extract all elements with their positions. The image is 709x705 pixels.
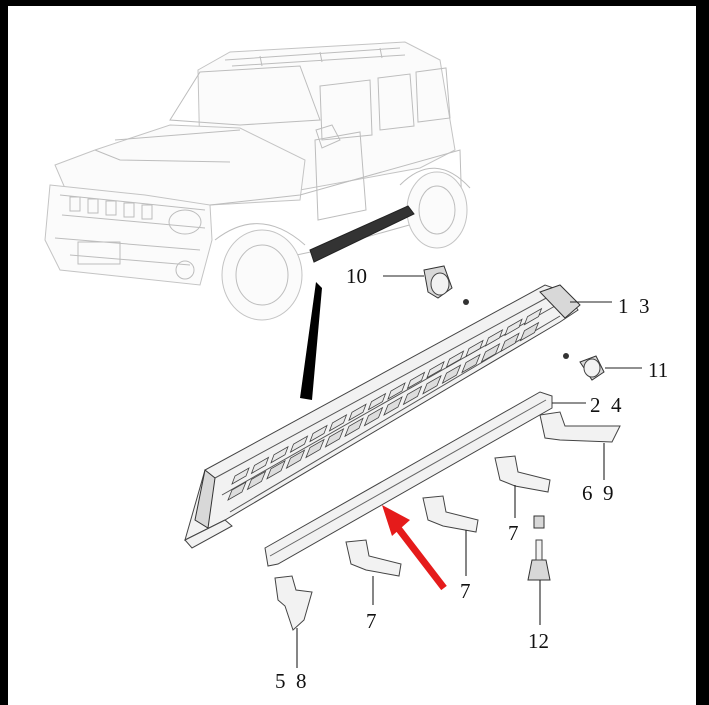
clip-10 — [423, 265, 469, 305]
tread-cell — [480, 342, 501, 363]
tread-cell — [363, 406, 384, 427]
tread-cell — [504, 318, 523, 337]
callout-10: 10 — [346, 264, 367, 288]
tread-cell — [328, 413, 348, 432]
callout-12: 12 — [528, 629, 549, 653]
tread-cell — [285, 449, 306, 470]
tread-cell — [422, 374, 442, 395]
tread-cell — [445, 350, 465, 369]
tread-cell — [441, 364, 462, 385]
clip-11 — [563, 353, 605, 381]
leader-lines — [296, 275, 642, 668]
bracket-7-c — [345, 539, 402, 577]
tread-cell — [461, 353, 481, 374]
callout-7-upper: 7 — [508, 521, 519, 545]
bolt-12 — [527, 515, 551, 581]
running-board — [184, 284, 581, 549]
tread-cell — [406, 371, 426, 390]
red-arrow-indicator — [382, 505, 447, 591]
tread-cell — [231, 467, 250, 485]
tread-cell — [324, 427, 345, 448]
callout-7-middle: 7 — [460, 579, 471, 603]
tread-cell — [523, 307, 543, 326]
bracket-7-a — [494, 455, 551, 493]
tread-cell — [426, 360, 445, 379]
tread-cell — [348, 403, 367, 422]
tread-cell — [484, 328, 504, 347]
tread-cell — [246, 470, 267, 491]
tread-cell — [250, 456, 270, 475]
bracket-6-9 — [539, 411, 621, 443]
board-tread-cells — [227, 307, 543, 501]
tread-cell — [289, 435, 309, 454]
callout-11: 11 — [648, 358, 668, 382]
callout-6-9: 6 9 — [582, 481, 614, 505]
tread-cell — [227, 481, 247, 501]
tread-cell — [387, 382, 406, 400]
vehicle-illustration — [44, 41, 471, 321]
tread-cell — [266, 459, 286, 480]
pointer-triangle — [300, 282, 322, 400]
tread-cell — [383, 396, 403, 416]
tread-cell — [344, 417, 364, 438]
callout-5-8: 5 8 — [275, 669, 307, 693]
tread-cell — [402, 385, 423, 406]
bracket-5-8 — [274, 575, 313, 631]
callout-7-lower: 7 — [366, 609, 377, 633]
tread-cell — [309, 424, 328, 443]
tread-cell — [367, 392, 387, 411]
tread-cell — [500, 332, 520, 353]
tread-cell — [465, 339, 484, 358]
tread-cell — [305, 438, 325, 459]
tread-cell — [270, 445, 289, 464]
tread-cell — [519, 321, 540, 342]
callout-1-3: 1 3 — [618, 294, 650, 318]
mounting-rail — [264, 391, 553, 567]
bracket-7-b — [422, 495, 479, 533]
callout-2-4: 2 4 — [590, 393, 622, 417]
